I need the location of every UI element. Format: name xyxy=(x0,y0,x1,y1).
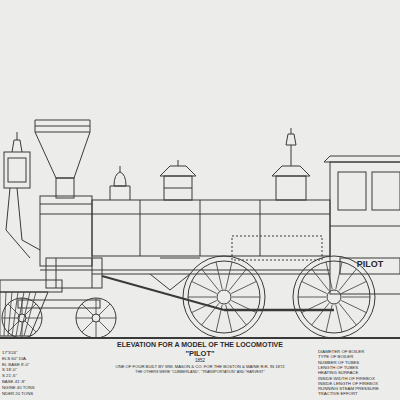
note: THE OTHERS WERE "CUMBERLAND", "TRANSPORT… xyxy=(135,371,265,375)
side-rod xyxy=(224,309,334,312)
spec-row: EL BASE 8'-0" xyxy=(2,363,30,368)
spoke xyxy=(341,281,366,293)
name-plate-text: PILOT xyxy=(357,260,384,270)
spec-row: RUNNING STEAM PRESSURE xyxy=(318,387,379,392)
title: ELEVATION FOR A MODEL OF THE LOCOMOTIVE xyxy=(117,341,283,349)
spoke xyxy=(22,322,23,338)
spoke xyxy=(312,269,329,291)
pilot-bar xyxy=(0,292,1,336)
headlight xyxy=(4,132,40,258)
spoke xyxy=(26,318,42,319)
spoke xyxy=(25,304,36,315)
spec-row: S 21'-6" xyxy=(2,374,17,379)
bell xyxy=(110,166,130,200)
spoke xyxy=(298,297,326,298)
spec-row: INSIDE WIDTH OF FIREBOX xyxy=(318,377,375,382)
spec-row: 17"X24" xyxy=(2,351,17,356)
spec-row: BASE 41'-8" xyxy=(2,380,26,385)
spoke xyxy=(99,321,110,332)
spec-row: ELS 60" DIA. xyxy=(2,357,27,362)
spec-row: DIAMETER OF BOILER xyxy=(318,350,364,355)
pilot-bar xyxy=(8,292,12,336)
spec-row: NUMBER OF TUBES xyxy=(318,361,359,366)
spec-row: NGINE 40 TONS xyxy=(2,386,35,391)
spoke xyxy=(339,303,356,325)
spoke xyxy=(326,262,332,289)
smokebox xyxy=(40,196,92,266)
spoke xyxy=(82,304,93,315)
smokestack xyxy=(35,120,90,198)
spoke xyxy=(336,262,342,289)
cab xyxy=(324,156,400,294)
spec-row: TRACTIVE EFFORT xyxy=(318,392,358,397)
spec-row: INSIDE LENGTH OF FIREBOX xyxy=(318,382,378,387)
spoke xyxy=(25,321,36,332)
spec-row: HEATING SURFACE xyxy=(318,371,358,376)
spoke xyxy=(8,304,19,315)
year: 1852 xyxy=(195,359,205,364)
spoke xyxy=(22,298,23,314)
name-plate xyxy=(340,258,400,274)
spoke xyxy=(188,297,216,298)
spec-row: TYPE OF BOILER xyxy=(318,355,353,360)
spoke xyxy=(99,304,110,315)
spoke xyxy=(336,305,342,332)
spoke xyxy=(231,281,256,293)
spoke xyxy=(202,269,219,291)
spoke xyxy=(100,318,116,319)
truck-wheel xyxy=(2,298,42,338)
spoke xyxy=(82,321,93,332)
spoke xyxy=(232,297,260,298)
spoke xyxy=(342,297,370,298)
spoke xyxy=(76,318,92,319)
locomotive-name: "PILOT" xyxy=(185,350,214,358)
spoke xyxy=(2,318,18,319)
spec-row: LENGTH OF TUBES xyxy=(318,366,358,371)
steam-dome xyxy=(272,128,310,200)
spec-row: S 18'-0" xyxy=(2,368,17,373)
spoke xyxy=(8,321,19,332)
truck-wheel xyxy=(76,298,116,338)
spoke xyxy=(229,303,246,325)
cylinder xyxy=(46,258,102,288)
main-rod xyxy=(102,276,224,310)
spec-row: NDER 20 TONS xyxy=(2,392,33,397)
note: ONE OF FOUR BUILT BY WM. MASON & CO. FOR… xyxy=(115,365,284,370)
spoke xyxy=(96,322,97,338)
spoke xyxy=(96,298,97,314)
boiler xyxy=(40,200,330,260)
sand-dome xyxy=(160,160,196,200)
driving-wheel xyxy=(183,256,265,338)
spoke xyxy=(216,262,222,289)
spoke xyxy=(226,262,232,289)
